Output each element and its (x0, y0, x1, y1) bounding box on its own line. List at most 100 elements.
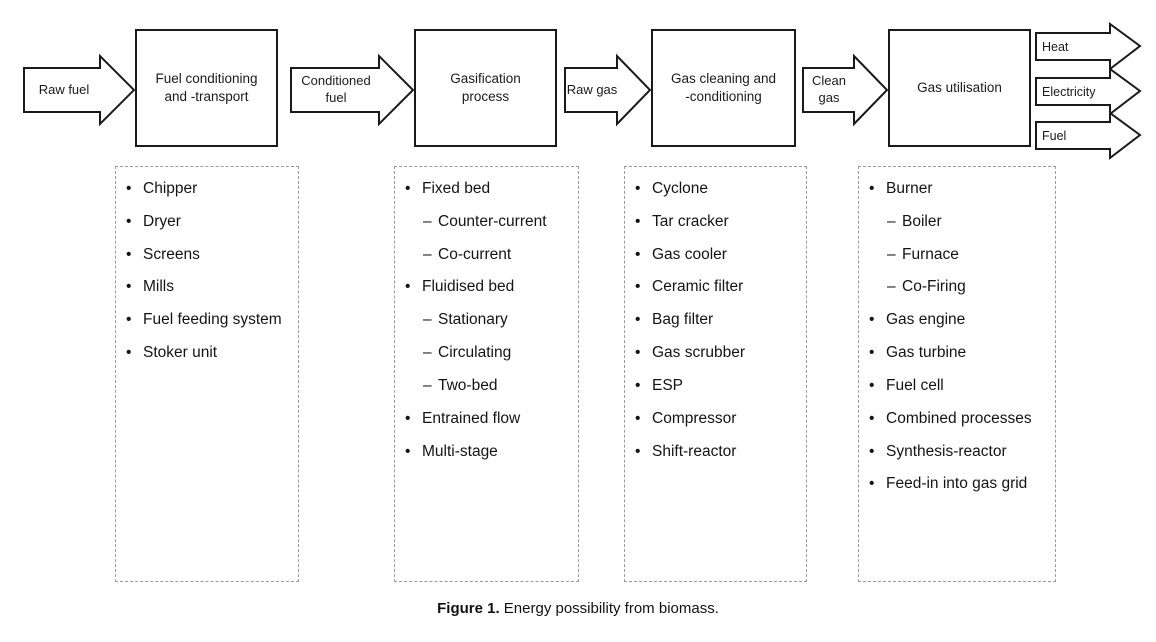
output-label-heat: Heat (1042, 39, 1069, 54)
bullet-marker-icon: • (635, 212, 641, 230)
list-item: –Furnace (869, 245, 1049, 265)
arrow-label-raw-gas-line1: Raw gas (566, 81, 618, 97)
list-item-label: Gas scrubber (652, 344, 746, 362)
bullet-marker-icon: • (405, 278, 411, 296)
list-item: •Mills (126, 277, 292, 297)
list-item: •Screens (126, 245, 292, 265)
list-item-label: Multi-stage (422, 442, 498, 460)
list-item: •Stoker unit (126, 343, 292, 363)
process-box-gasification-line1: Gasification (450, 71, 521, 87)
list-item: • Gas turbine (869, 343, 1049, 363)
bullet-marker-icon: • (869, 442, 875, 460)
options-panel-gas-cleaning: •Cyclone•Tar cracker•Gas cooler•Ceramic … (624, 166, 807, 582)
list-item: –Stationary (405, 310, 572, 330)
list-item: • ESP (635, 376, 800, 396)
list-item: –Two-bed (405, 376, 572, 396)
dash-marker-icon: – (423, 245, 432, 263)
bullet-marker-icon: • (405, 409, 411, 427)
bullet-marker-icon: • (126, 344, 132, 362)
process-box-gas-cleaning-line1: Gas cleaning and (670, 71, 777, 87)
bullet-marker-icon: • (635, 245, 641, 263)
list-item: •Dryer (126, 212, 292, 232)
list-item-label: Chipper (143, 180, 198, 197)
figure-caption-text: Energy possibility from biomass. (499, 600, 719, 617)
bullet-marker-icon: • (635, 311, 641, 329)
list-item: •Gas cooler (635, 245, 800, 265)
bullet-marker-icon: • (869, 344, 875, 362)
options-list-gasification: •Fixed bed–Counter-current–Co-current•Fl… (405, 179, 572, 461)
list-item-label: Entrained flow (422, 409, 521, 427)
process-box-fuel-conditioning-line2: and -transport (164, 89, 249, 104)
list-item: –Co-Firing (869, 277, 1049, 297)
arrow-label-conditioned-fuel: Conditioned fuel (293, 66, 379, 114)
list-item: –Boiler (869, 212, 1049, 232)
bullet-marker-icon: • (405, 180, 411, 197)
list-item-label: Fuel feeding system (143, 311, 282, 329)
list-item-label: Gas turbine (886, 344, 967, 362)
list-item: –Circulating (405, 343, 572, 363)
output-label-fuel: Fuel (1042, 128, 1067, 143)
output-label-electricity: Electricity (1042, 84, 1096, 99)
list-item: •Fuel feeding system (126, 310, 292, 330)
list-item-label: Gas engine (886, 311, 966, 329)
list-item-label: Co-Firing (902, 278, 966, 296)
list-item: • Bag filter (635, 310, 800, 330)
process-box-gas-cleaning-line2: -conditioning (685, 89, 762, 104)
list-item: •Feed-in into gas grid (869, 474, 1049, 494)
options-list-gas-utilisation: •Burner–Boiler–Furnace–Co-Firing•Gas eng… (869, 179, 1049, 494)
process-box-fuel-conditioning[interactable]: Fuel conditioning and -transport (135, 29, 278, 147)
process-box-gasification-line2: process (461, 89, 510, 104)
bullet-marker-icon: • (405, 442, 411, 460)
list-item: •Synthesis-reactor (869, 442, 1049, 462)
arrow-label-electricity: Electricity (1042, 78, 1116, 105)
list-item-label: Bag filter (652, 311, 714, 329)
list-item-label: Fluidised bed (422, 278, 515, 296)
list-item-label: Circulating (438, 344, 512, 362)
bullet-marker-icon: • (635, 442, 641, 460)
list-item-label: Dryer (143, 212, 181, 230)
bullet-marker-icon: • (869, 475, 875, 493)
list-item-label: Two-bed (438, 376, 498, 394)
options-panel-gas-utilisation: •Burner–Boiler–Furnace–Co-Firing•Gas eng… (858, 166, 1056, 582)
process-box-gasification[interactable]: Gasification process (414, 29, 557, 147)
figure-caption: Figure 1. Energy possibility from biomas… (0, 600, 1156, 617)
list-item: •Chipper (126, 179, 292, 199)
list-item: •Gas scrubber (635, 343, 800, 363)
list-item: •Burner (869, 179, 1049, 199)
dash-marker-icon: – (423, 212, 432, 230)
dash-marker-icon: – (887, 278, 896, 296)
list-item-label: ESP (652, 376, 684, 394)
process-box-fuel-conditioning-line1: Fuel conditioning (155, 71, 258, 87)
list-item: –Co-current (405, 245, 572, 265)
process-box-gas-cleaning[interactable]: Gas cleaning and -conditioning (651, 29, 796, 147)
list-item-label: Furnace (902, 245, 959, 263)
dash-marker-icon: – (887, 245, 896, 263)
list-item-label: Fixed bed (422, 180, 491, 197)
arrow-label-heat: Heat (1042, 33, 1112, 60)
bullet-marker-icon: • (635, 376, 641, 394)
options-list-fuel-conditioning: •Chipper•Dryer•Screens•Mills•Fuel feedin… (126, 179, 292, 363)
list-item-label: Boiler (902, 212, 942, 230)
bullet-marker-icon: • (869, 311, 875, 329)
process-box-gas-utilisation-line1: Gas utilisation (917, 80, 1002, 96)
bullet-marker-icon: • (126, 245, 132, 263)
list-item: –Counter-current (405, 212, 572, 232)
list-item-label: Compressor (652, 409, 737, 427)
list-item-label: Mills (143, 278, 174, 296)
process-box-gas-utilisation[interactable]: Gas utilisation (888, 29, 1031, 147)
arrow-label-raw-gas: Raw gas (566, 68, 618, 112)
list-item-label: Tar cracker (652, 212, 729, 230)
arrow-label-raw-fuel: Raw fuel (28, 68, 100, 112)
list-item-label: Ceramic filter (652, 278, 744, 296)
list-item: • Fixed bed (405, 179, 572, 199)
list-item-label: Co-current (438, 245, 512, 263)
list-item: • Gas engine (869, 310, 1049, 330)
options-list-gas-cleaning: •Cyclone•Tar cracker•Gas cooler•Ceramic … (635, 179, 800, 461)
list-item-label: Combined processes (886, 409, 1032, 427)
list-item-label: Cyclone (652, 180, 708, 197)
figure-caption-label: Figure 1. (437, 600, 500, 617)
arrow-label-clean-gas-line1: Clean gas (812, 73, 846, 105)
dash-marker-icon: – (887, 212, 896, 230)
list-item: •Combined processes (869, 409, 1049, 429)
